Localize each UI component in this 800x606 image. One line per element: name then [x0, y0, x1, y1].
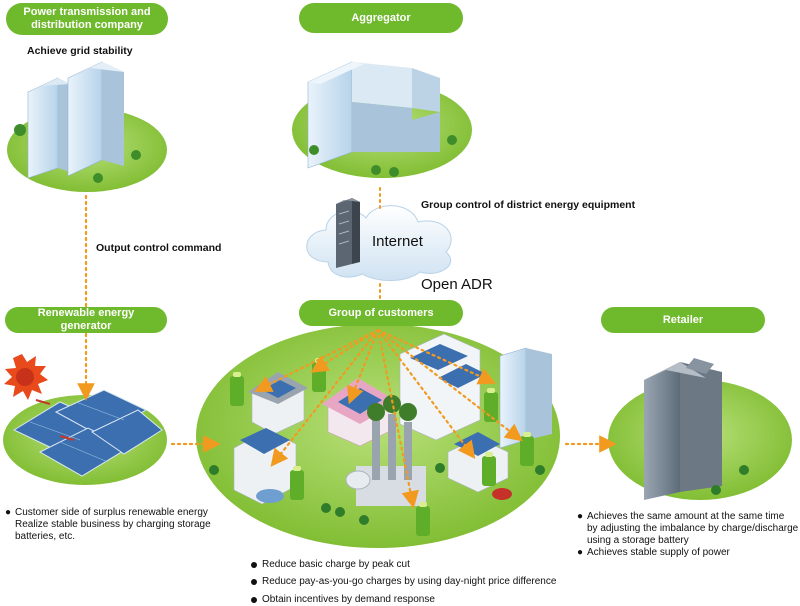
bullet-icon: ● [577, 511, 584, 522]
customers-illustration [196, 324, 560, 548]
bullet-icon [251, 596, 257, 603]
flow-arrows [77, 194, 617, 509]
retailer-notes: ●Achieves the same amount at the same ti… [577, 511, 798, 559]
note-line: Achieves stable supply of power [587, 547, 730, 558]
benefit-item: Reduce basic charge by peak cut [251, 559, 410, 570]
note-line: using a storage battery [587, 535, 689, 546]
bullet-icon: ● [5, 507, 12, 518]
bullet-icon: ● [577, 547, 584, 558]
server-icon [336, 198, 360, 268]
label-power-company: Power transmission and distribution comp… [6, 3, 168, 35]
bullet-icon [251, 578, 257, 585]
caption-open-adr: Open ADR [421, 276, 493, 293]
note-line: Customer side of surplus renewable energ… [15, 507, 208, 518]
benefit-text: Reduce basic charge by peak cut [262, 559, 410, 570]
label-aggregator: Aggregator [299, 3, 463, 33]
solar-farm-illustration [3, 389, 167, 485]
renewable-notes: ●Customer side of surplus renewable ener… [5, 507, 211, 543]
retailer-illustration [608, 358, 792, 500]
label-group-of-customers: Group of customers [299, 300, 463, 326]
benefit-text: Obtain incentives by demand response [262, 594, 435, 605]
note-line: batteries, etc. [15, 531, 76, 542]
aggregator-illustration [292, 61, 472, 178]
power-company-illustration [7, 61, 167, 192]
benefit-text: Reduce pay-as-you-go charges by using da… [262, 576, 557, 587]
sun-icon [4, 354, 48, 400]
caption-internet: Internet [372, 233, 423, 250]
benefit-item: Obtain incentives by demand response [251, 594, 435, 605]
caption-grid-stability: Achieve grid stability [27, 45, 133, 57]
caption-group-control: Group control of district energy equipme… [421, 199, 636, 211]
note-line: Realize stable business by charging stor… [15, 519, 211, 530]
benefit-item: Reduce pay-as-you-go charges by using da… [251, 576, 556, 587]
bullet-icon [251, 561, 257, 568]
label-retailer: Retailer [601, 307, 765, 333]
label-renewable-generator: Renewable energy generator [5, 307, 167, 333]
note-line: Achieves the same amount at the same tim… [587, 511, 785, 522]
note-line: by adjusting the imbalance by charge/dis… [587, 523, 799, 534]
caption-output-control: Output control command [96, 242, 222, 254]
